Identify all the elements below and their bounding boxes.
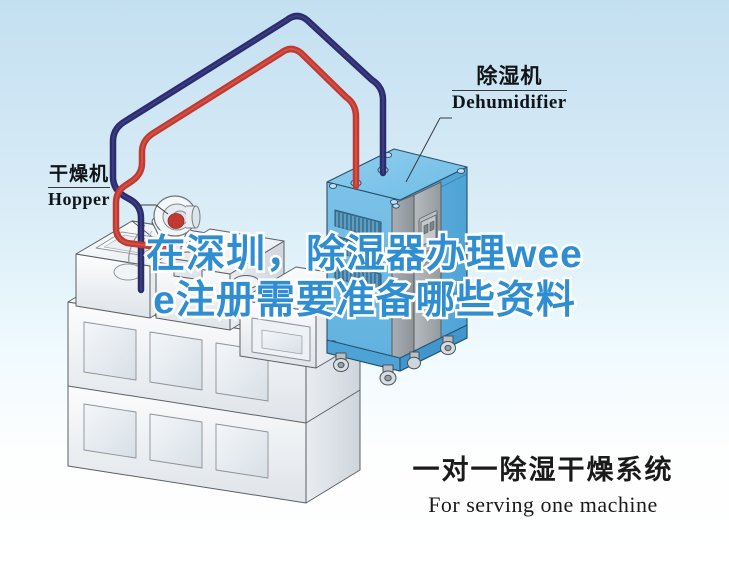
supply-hose-highlight [115,48,357,249]
label-hopper-cn: 干燥机 [49,164,110,185]
caster-wheels [333,335,456,386]
label-hopper-en: Hopper [48,189,111,209]
dehumidifier-unit [326,148,468,386]
system-caption: 一对一除湿干燥系统 For serving one machine [398,455,688,517]
supply-hose-tip [167,213,185,229]
label-dehumidifier-en: Dehumidifier [452,92,567,113]
label-divider [48,187,111,188]
leader-line-dehumidifier-stem [405,117,441,183]
label-hopper: 干燥机 Hopper [48,164,111,209]
label-dehumidifier: 除湿机 Dehumidifier [452,66,567,112]
label-dehumidifier-cn: 除湿机 [476,65,543,88]
system-caption-cn: 一对一除湿干燥系统 [412,455,674,485]
leader-line-hopper-stem [155,204,169,215]
label-divider [452,90,567,91]
system-caption-en: For serving one machine [428,492,658,518]
return-hose-highlight [112,15,384,291]
